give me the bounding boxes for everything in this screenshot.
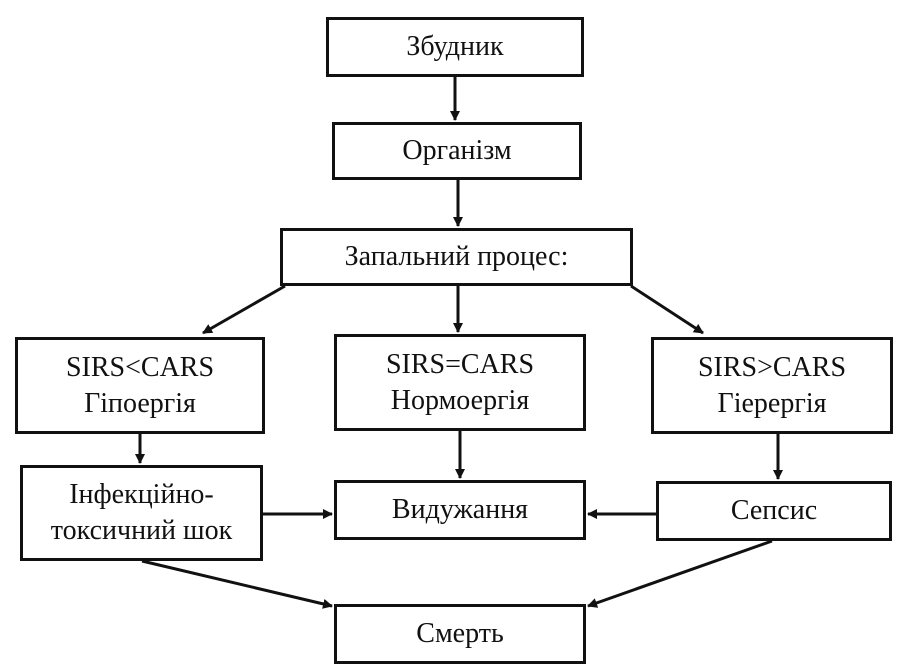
node-organizm: Організм xyxy=(332,122,582,180)
node-shock-line1: Інфекційно- xyxy=(69,479,214,510)
node-shock-line2: токсичний шок xyxy=(50,515,233,546)
arrow-shock-smert xyxy=(141,559,333,609)
node-zapalnyi-label: Запальний процес: xyxy=(344,241,569,272)
node-normoergiya: SIRS=CARS Нормоергія xyxy=(334,334,586,431)
node-hipo-line1: SIRS<CARS xyxy=(65,351,215,383)
node-smert-label: Смерть xyxy=(416,618,504,649)
node-smert: Смерть xyxy=(334,604,586,664)
node-sepsis-label: Сепсис xyxy=(730,495,818,526)
node-zbudnyk: Збудник xyxy=(326,17,584,77)
node-zbudnyk-label: Збудник xyxy=(406,31,504,62)
node-hipoergiya: SIRS<CARS Гіпоергія xyxy=(15,337,265,434)
node-normo-line2: Нормоергія xyxy=(390,384,530,416)
arrow-zapalnyi-hiper xyxy=(630,284,704,335)
node-hiper-line1: SIRS>CARS xyxy=(697,351,847,383)
node-normo-line1: SIRS=CARS xyxy=(385,348,535,380)
node-hipo-line2: Гіпоергія xyxy=(84,387,196,419)
node-toxic-shock: Інфекційно- токсичний шок xyxy=(20,465,263,561)
node-hiper-line2: Гіерергія xyxy=(717,387,827,419)
node-sepsis: Сепсис xyxy=(656,481,892,541)
node-vyduzhannya: Видужання xyxy=(334,480,586,540)
node-vyduzh-label: Видужання xyxy=(391,494,529,525)
node-zapalnyi-protses: Запальний процес: xyxy=(280,228,633,286)
arrow-sepsis-smert xyxy=(587,539,773,608)
arrow-zapalnyi-hipo xyxy=(202,284,286,335)
node-hiperergiya: SIRS>CARS Гіерергія xyxy=(651,337,893,434)
node-organizm-label: Організм xyxy=(402,135,512,166)
